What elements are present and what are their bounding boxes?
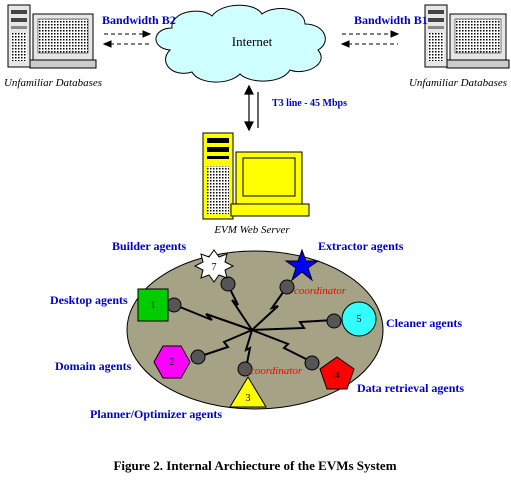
coordinator-label-top: coordinator — [294, 285, 347, 297]
internet-cloud: Internet — [155, 4, 326, 83]
t3-line-label: T3 line - 45 Mbps — [272, 98, 347, 109]
domain-number: 2 — [170, 357, 175, 368]
web-server-icon — [202, 132, 310, 220]
data-retrieval-agents-label: Data retrieval agents — [357, 381, 464, 395]
internet-label: Internet — [232, 34, 273, 49]
bandwidth-b2-label: Bandwidth B2 — [102, 13, 176, 27]
coordinator-label-bottom: coordinator — [250, 365, 303, 377]
connector-nodes — [166, 276, 342, 377]
connector-node — [326, 313, 342, 329]
builder-number: 7 — [212, 262, 217, 273]
planner-agents-label: Planner/Optimizer agents — [90, 407, 222, 421]
domain-agents-label: Domain agents — [55, 359, 132, 373]
connector-node — [220, 276, 236, 292]
builder-agents-label: Builder agents — [112, 239, 186, 253]
desktop-number: 1 — [151, 300, 156, 311]
connector-node — [304, 355, 320, 371]
cleaner-agents-label: Cleaner agents — [386, 316, 462, 330]
web-server-label: EVM Web Server — [213, 224, 290, 236]
extractor-agent-star — [284, 248, 320, 282]
extractor-agents-label: Extractor agents — [318, 239, 404, 253]
desktop-agent-shape: 1 — [137, 288, 169, 322]
planner-number: 3 — [246, 393, 251, 404]
cleaner-agent-shape: 5 — [341, 301, 377, 337]
left-database-icon — [7, 4, 97, 69]
connector-node — [279, 279, 295, 295]
connector-node — [166, 297, 182, 313]
left-bandwidth-arrows — [102, 30, 152, 48]
data-retrieval-number: 4 — [335, 370, 340, 381]
connector-node — [237, 361, 253, 377]
t3-line-arrows — [244, 84, 259, 132]
data-retrieval-agent-shape: 4 — [319, 356, 355, 390]
right-database-label: Unfamiliar Databases — [409, 77, 507, 89]
builder-agent-shape: 7 — [193, 249, 235, 283]
right-database-icon — [424, 4, 510, 69]
figure-caption: Figure 2. Internal Archiecture of the EV… — [113, 458, 396, 473]
domain-agent-shape: 2 — [153, 345, 191, 379]
right-bandwidth-arrows — [340, 30, 400, 48]
planner-agent-shape: 3 — [229, 376, 267, 408]
cleaner-number: 5 — [357, 314, 362, 325]
desktop-agents-label: Desktop agents — [50, 293, 128, 307]
bandwidth-b1-label: Bandwidth B1 — [354, 13, 428, 27]
left-database-label: Unfamiliar Databases — [4, 77, 102, 89]
connector-node — [190, 349, 206, 365]
lightning-connectors — [174, 284, 335, 369]
